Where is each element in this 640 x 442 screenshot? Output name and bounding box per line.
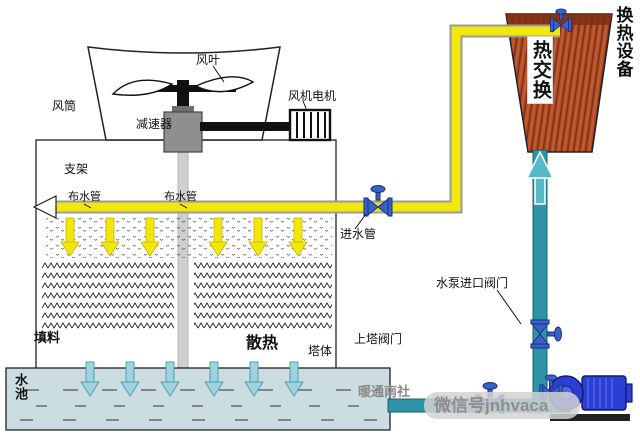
fan-duct-label: 风筒 [52,99,77,113]
fan-blade-label: 风叶 [196,53,221,67]
water-pool [5,367,391,431]
watermark-wechat: 微信号jnhvaca [434,396,549,415]
heat-exchange-equipment-label: 换热设备 [613,6,633,78]
fan-motor-label: 风机电机 [288,89,337,103]
flow-arrow-left [32,195,57,219]
tower-body-label: 塔体 [308,344,333,358]
heat-dissipation-label: 散热 [246,335,279,352]
watermark-box [424,392,580,419]
pump-inlet-valve-label: 水泵进口阀门 [436,276,509,290]
pool-label: 水池 [12,373,28,401]
tower-valve-label: 上塔阀门 [354,332,403,346]
fan-motor [200,108,332,142]
reducer-label: 减速器 [136,117,173,131]
dist-pipe-label-right: 布水管 [164,191,197,203]
reducer-gearbox [163,106,203,153]
fill-material [42,260,332,332]
spray-zone [46,214,332,258]
dist-pipe-label-left: 布水管 [68,191,101,203]
fill-label: 填料 [34,330,61,345]
inlet-pipe-label: 进水管 [340,227,377,241]
watermark-brand: 暖通南社 [358,384,411,399]
leader-lines [83,65,522,325]
support-label: 支架 [64,162,89,176]
hot-water-pipe [32,24,560,219]
heat-exchange-label: 热交换 [527,36,553,104]
